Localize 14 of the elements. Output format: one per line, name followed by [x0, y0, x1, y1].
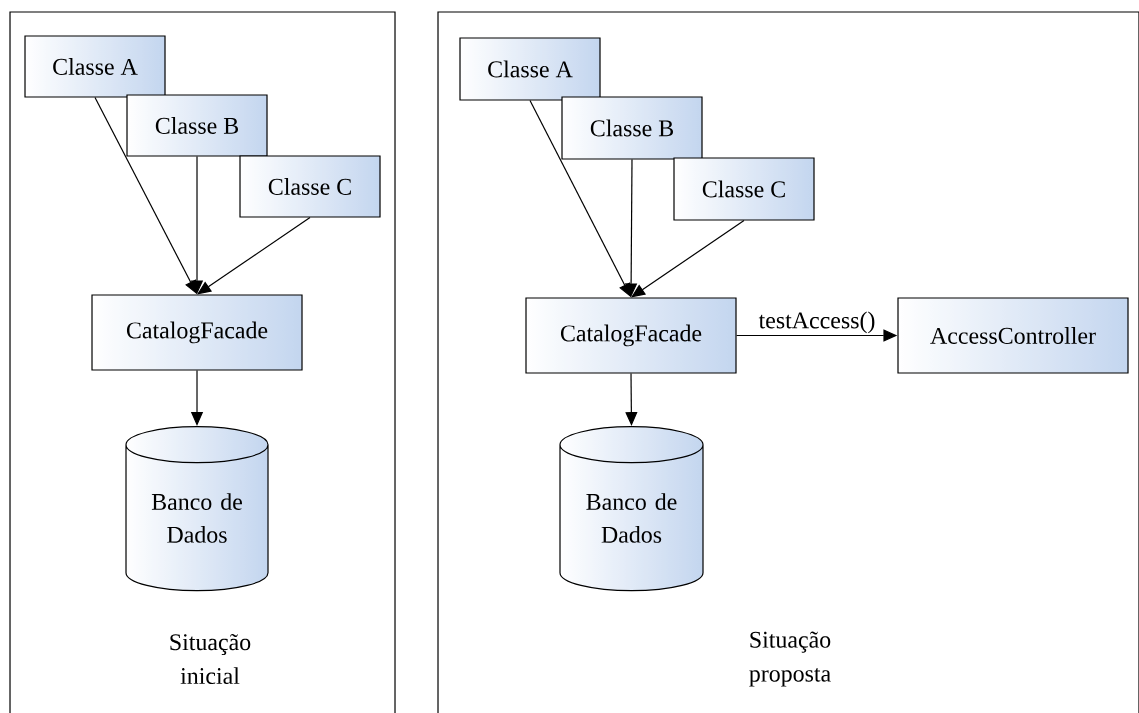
class-box: Classe B [561, 96, 703, 160]
class-box: Classe B [126, 94, 268, 157]
arrow [197, 217, 311, 295]
edge-label: testAccess() [757, 310, 877, 335]
class-box: AccessController [897, 297, 1129, 374]
class-box: Classe A [459, 37, 601, 101]
class-box: CatalogFacade [525, 297, 737, 374]
class-box: Classe A [24, 35, 166, 98]
database-cylinder: Banco de Dados [125, 426, 269, 592]
class-box: CatalogFacade [91, 294, 303, 371]
class-box: Classe C [673, 157, 815, 221]
database-cylinder: Banco de Dados [559, 426, 704, 592]
arrow [631, 220, 745, 298]
class-box: Classe C [239, 155, 381, 218]
